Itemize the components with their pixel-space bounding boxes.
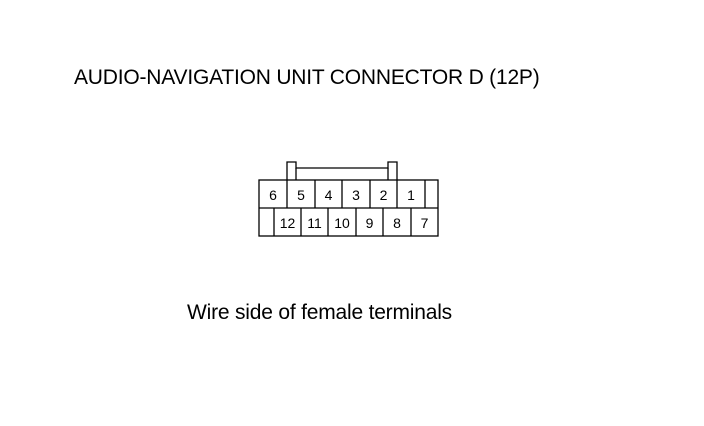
pin-1: 1 xyxy=(407,187,415,203)
pin-3: 3 xyxy=(352,187,360,203)
pin-6: 6 xyxy=(269,187,277,203)
pin-8: 8 xyxy=(393,215,401,231)
pin-4: 4 xyxy=(325,187,333,203)
connector-lock-tab xyxy=(286,161,398,180)
pin-7: 7 xyxy=(421,215,429,231)
connector-caption: Wire side of female terminals xyxy=(187,301,452,324)
pin-2: 2 xyxy=(380,187,388,203)
connector-title: AUDIO-NAVIGATION UNIT CONNECTOR D (12P) xyxy=(74,66,540,89)
pin-10: 10 xyxy=(334,215,350,231)
pin-9: 9 xyxy=(366,215,374,231)
pin-11: 11 xyxy=(307,215,322,231)
pin-12: 12 xyxy=(280,215,296,231)
pin-5: 5 xyxy=(297,187,305,203)
